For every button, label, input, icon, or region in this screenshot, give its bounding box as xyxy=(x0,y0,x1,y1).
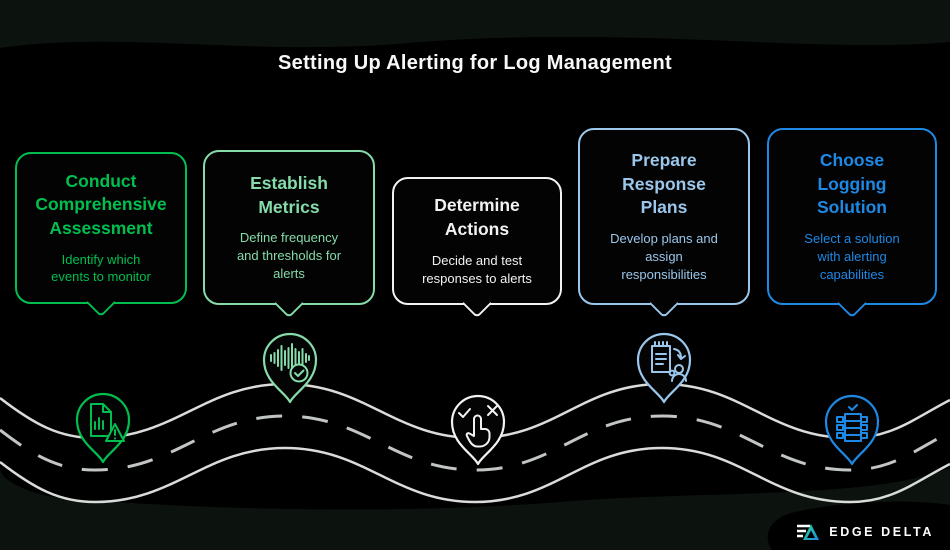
edge-delta-logo: EDGE DELTA xyxy=(796,521,934,543)
step-bubble-2: Establish Metrics Define frequency and t… xyxy=(203,150,375,305)
step-bubble-5: Choose Logging Solution Select a solutio… xyxy=(767,128,937,305)
map-pin-5 xyxy=(820,394,884,466)
waveform-check-icon xyxy=(270,343,310,383)
database-check-icon xyxy=(836,404,868,442)
map-pin-3 xyxy=(446,394,510,466)
step-title: Conduct Comprehensive Assessment xyxy=(35,170,167,238)
step-description: Decide and test responses to alerts xyxy=(422,252,532,286)
map-pin-1 xyxy=(71,392,135,464)
step-bubble-1: Conduct Comprehensive Assessment Identif… xyxy=(15,152,187,304)
road-bottom-edge xyxy=(0,446,950,504)
clipboard-assign-icon xyxy=(651,341,687,382)
edge-delta-logo-mark xyxy=(797,524,820,540)
step-description: Select a solution with alerting capabili… xyxy=(804,231,900,282)
step-description: Identify which events to monitor xyxy=(51,251,151,285)
step-title: Prepare Response Plans xyxy=(622,150,706,218)
step-bubble-4: Prepare Response Plans Develop plans and… xyxy=(578,128,750,305)
step-title: Establish Metrics xyxy=(250,172,328,217)
step-title: Determine Actions xyxy=(434,195,520,240)
step-description: Define frequency and thresholds for aler… xyxy=(236,230,342,282)
document-chart-warning-icon xyxy=(90,403,125,442)
infographic-title: Setting Up Alerting for Log Management xyxy=(278,52,672,74)
tap-select-icon xyxy=(458,405,498,448)
step-bubble-3: Determine Actions Decide and test respon… xyxy=(392,177,562,305)
step-description: Develop plans and assign responsibilitie… xyxy=(610,231,718,282)
map-pin-2 xyxy=(258,332,322,404)
edge-delta-logo-text: EDGE DELTA xyxy=(829,525,934,539)
map-pin-4 xyxy=(632,332,696,404)
step-title: Choose Logging Solution xyxy=(817,150,887,218)
